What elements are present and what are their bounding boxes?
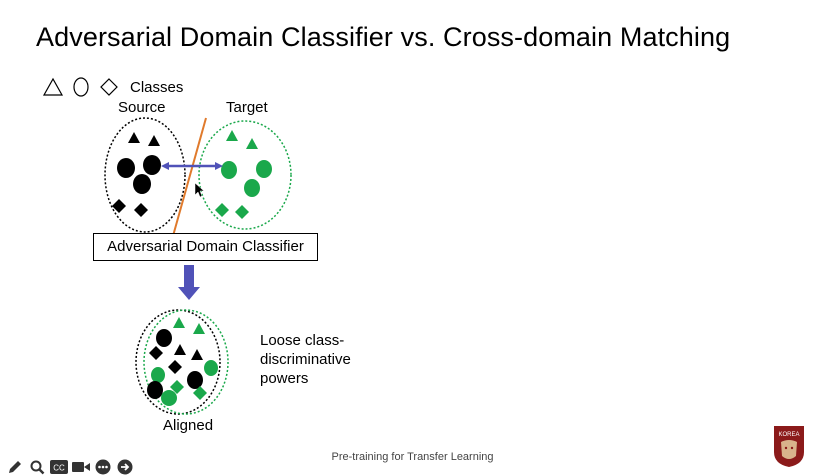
aligned-label: Aligned	[163, 417, 214, 434]
legend-diamond-icon	[100, 78, 118, 96]
target-boundary	[198, 120, 292, 230]
aligned-target-circle	[204, 360, 218, 376]
slide-title: Adversarial Domain Classifier vs. Cross-…	[36, 22, 731, 52]
aligned-target-circle	[161, 390, 177, 406]
svg-text:CC: CC	[53, 464, 65, 473]
university-logo: KOREA	[772, 424, 806, 468]
aligned-target-diamond	[170, 380, 184, 394]
legend-triangle-icon	[42, 77, 64, 96]
aligned-source-diamond	[168, 360, 182, 374]
search-icon[interactable]	[28, 459, 46, 475]
forward-icon[interactable]	[116, 459, 134, 475]
aligned-source-triangle	[174, 344, 186, 355]
source-circle	[117, 158, 135, 178]
target-circle	[221, 161, 237, 179]
adversarial-domain-classifier-box: Adversarial Domain Classifier	[93, 233, 318, 261]
pencil-icon[interactable]	[6, 459, 24, 475]
source-label: Source	[118, 99, 166, 116]
aligned-target-triangle	[173, 317, 185, 328]
source-diamond	[134, 203, 148, 217]
aligned-source-triangle	[191, 349, 203, 360]
target-diamond	[235, 205, 249, 219]
source-diamond	[112, 199, 126, 213]
camera-icon[interactable]	[72, 459, 90, 475]
mouse-cursor-icon	[194, 182, 205, 198]
source-boundary	[104, 117, 186, 233]
slide-footer: Pre-training for Transfer Learning	[331, 451, 494, 463]
aligned-target-boundary	[143, 309, 229, 415]
target-label: Target	[226, 99, 268, 116]
aligned-target-circle	[151, 367, 165, 383]
legend-circle-icon	[73, 77, 89, 97]
aligned-target-triangle	[193, 323, 205, 334]
source-circle	[133, 174, 151, 194]
target-circle	[256, 160, 272, 178]
source-triangle	[128, 132, 140, 143]
aligned-source-diamond	[149, 346, 163, 360]
presentation-toolbar: CC	[6, 459, 134, 475]
classes-label: Classes	[130, 79, 184, 96]
down-arrow-head	[178, 287, 200, 300]
closed-caption-icon[interactable]: CC	[50, 459, 68, 475]
aligned-source-boundary	[135, 309, 221, 415]
source-circle	[143, 155, 161, 175]
target-triangle	[246, 138, 258, 149]
more-icon[interactable]	[94, 459, 112, 475]
classifier-boundary-line	[172, 117, 207, 237]
aligned-target-diamond	[193, 386, 207, 400]
aligned-source-circle	[156, 329, 172, 347]
down-arrow-shaft	[184, 265, 194, 288]
aligned-source-circle	[147, 381, 163, 399]
target-triangle	[226, 130, 238, 141]
aligned-source-circle	[187, 371, 203, 389]
loose-class-discriminative-label: Loose class-discriminative powers	[260, 332, 351, 387]
logo-text: KOREA	[778, 432, 799, 438]
source-triangle	[148, 135, 160, 146]
target-circle	[244, 179, 260, 197]
target-diamond	[215, 203, 229, 217]
